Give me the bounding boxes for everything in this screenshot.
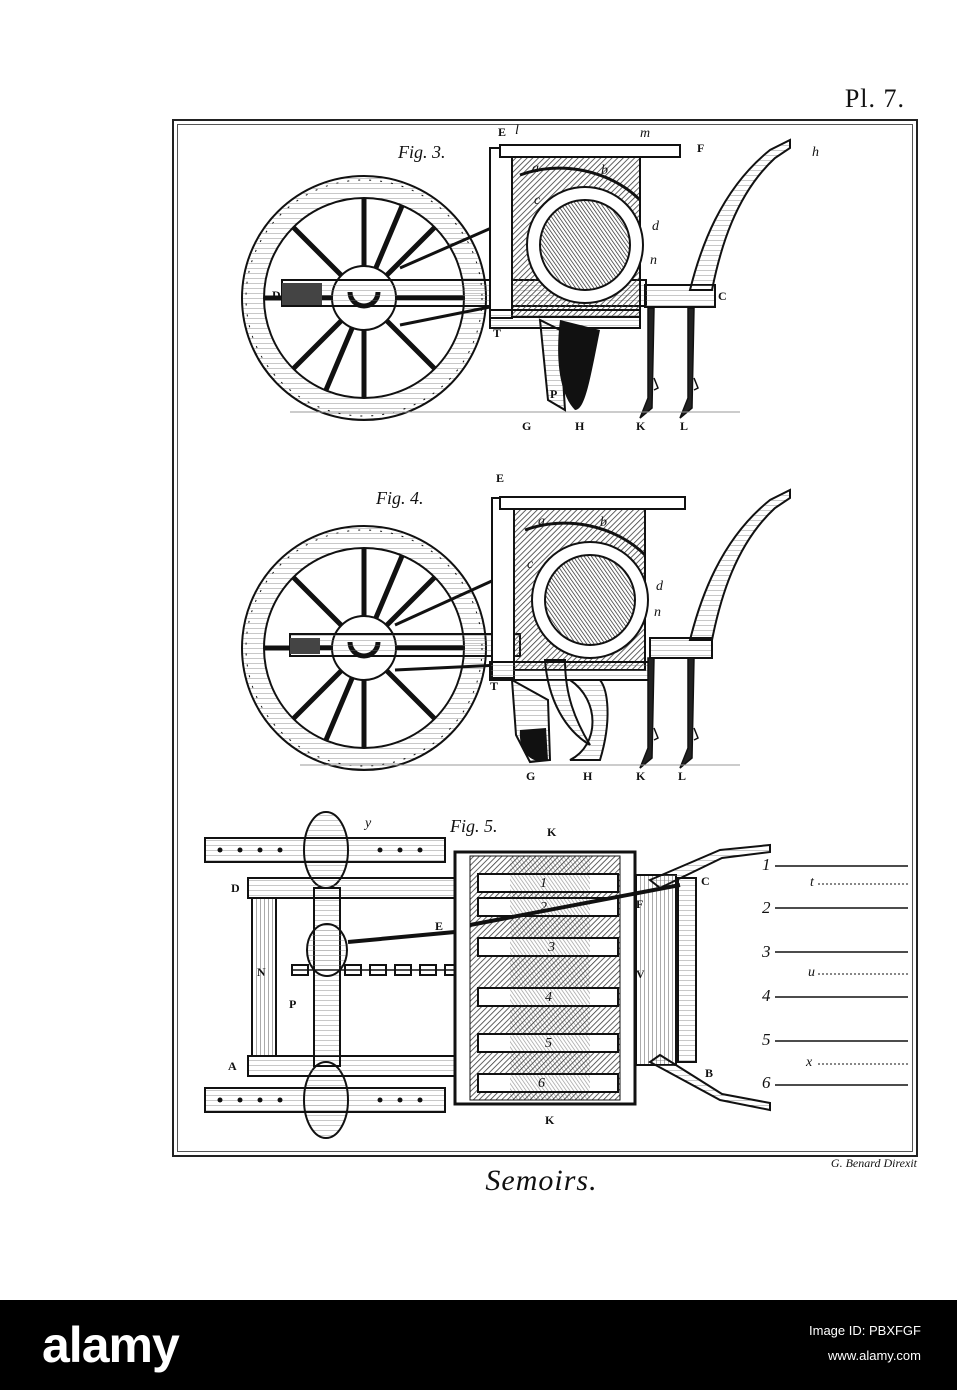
fig5-letter: K	[547, 825, 557, 839]
fig4-letter: K	[636, 769, 646, 783]
plate-outer-frame	[172, 119, 918, 1157]
row-number: 6	[762, 1073, 771, 1092]
fig5-caption: Fig. 5.	[450, 816, 498, 836]
fig3-letter: E	[498, 125, 507, 139]
fig4-letter: b	[600, 515, 607, 530]
fig3-letter: H	[575, 419, 585, 433]
plate-number: Pl. 7.	[844, 84, 905, 113]
fig5-letter: K	[545, 1113, 555, 1127]
fig3-side-view	[242, 139, 791, 420]
fig5-letter: F	[636, 897, 644, 911]
fig5-plan-view	[204, 811, 908, 1139]
fig4-letter: G	[526, 769, 536, 783]
row-number: 5	[762, 1030, 771, 1049]
compartment-number: 2	[540, 900, 547, 915]
engraver-signature: G. Benard Direxit	[830, 1156, 917, 1170]
watermark-logo: alamy	[42, 1317, 180, 1373]
fig4-letter: a	[538, 514, 545, 529]
fig3-letter: d	[652, 219, 659, 234]
fig3-letter: T	[493, 326, 502, 340]
row-number: 1	[762, 855, 771, 874]
plate-inner-frame	[177, 124, 913, 1152]
row-number: 2	[762, 898, 771, 917]
compartment-number: 4	[545, 990, 552, 1005]
fig5-letter: D	[231, 881, 240, 895]
fig4-letter: L	[678, 769, 687, 783]
fig3-letter: D	[272, 288, 281, 302]
fig4-side-view	[242, 489, 791, 770]
compartment-number: 5	[545, 1036, 552, 1051]
drill-mark: x	[806, 1055, 813, 1070]
fig3-letter: c	[534, 193, 541, 208]
fig3-letter: h	[812, 145, 819, 160]
fig5-letter: N	[257, 965, 266, 979]
fig3-letter: F	[697, 141, 705, 155]
watermark-url: www.alamy.com	[828, 1348, 921, 1363]
fig4-letter: c	[527, 557, 534, 572]
fig4-letter: n	[654, 605, 661, 620]
fig3-letter: L	[680, 419, 689, 433]
fig4-letter: d	[656, 579, 663, 594]
fig3-letter: b	[601, 163, 608, 178]
fig3-letter: C	[718, 289, 727, 303]
fig5-letter: E	[435, 919, 444, 933]
fig3-letter: P	[550, 387, 558, 401]
plate-title: Semoirs.	[485, 1164, 598, 1197]
engraving-drawing	[204, 139, 908, 1139]
row-number: 3	[762, 942, 771, 961]
fig3-letter: a	[532, 161, 539, 176]
drill-mark: u	[808, 965, 815, 980]
watermark-image-id: Image ID: PBXFGF	[809, 1323, 921, 1338]
fig3-letter: G	[522, 419, 532, 433]
fig5-letter: P	[289, 997, 297, 1011]
fig3-letter: l	[515, 123, 519, 138]
row-number: 4	[762, 986, 771, 1005]
fig3-letter: n	[650, 253, 657, 268]
fig4-letter: H	[583, 769, 593, 783]
fig3-letter: K	[636, 419, 646, 433]
compartment-number: 1	[540, 876, 547, 891]
drill-mark: t	[810, 875, 814, 890]
fig4-letter: T	[490, 679, 499, 693]
fig5-letter: y	[365, 816, 372, 831]
fig5-letter: A	[228, 1059, 237, 1073]
fig4-caption: Fig. 4.	[376, 488, 424, 508]
fig5-letter: C	[701, 874, 710, 888]
fig5-letter: V	[636, 967, 645, 981]
fig5-letter: B	[705, 1066, 714, 1080]
fig4-letter: E	[496, 471, 505, 485]
compartment-number: 6	[538, 1076, 545, 1091]
fig3-letter: m	[640, 126, 651, 141]
fig3-caption: Fig. 3.	[398, 142, 446, 162]
compartment-number: 3	[548, 940, 555, 955]
watermark-bar	[0, 1300, 957, 1390]
